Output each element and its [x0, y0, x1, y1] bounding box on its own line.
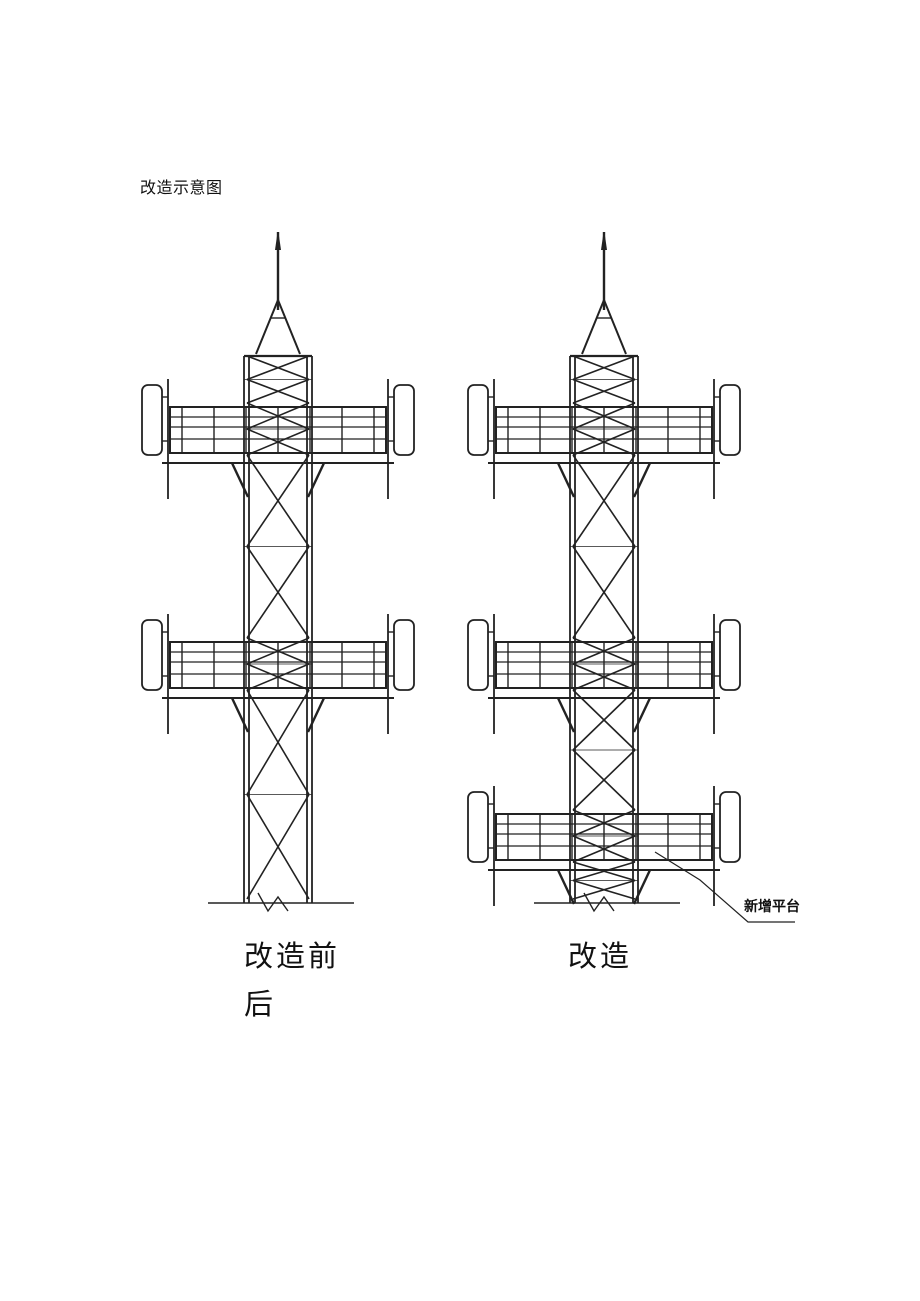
antenna-panel: [393, 619, 415, 691]
lattice-brace: [572, 378, 636, 404]
break-mark: [257, 892, 289, 913]
platform-strut: [306, 462, 326, 498]
platform-strut: [632, 697, 652, 733]
mast-support: [255, 299, 279, 355]
lattice-brace: [246, 454, 310, 547]
platform-strut: [632, 462, 652, 498]
antenna-panel: [719, 384, 741, 456]
new-platform-label: 新增平台: [744, 899, 800, 915]
tower-before: [141, 232, 415, 913]
antenna-panel: [141, 619, 163, 691]
platform-strut: [556, 697, 576, 733]
antenna-panel: [467, 384, 489, 456]
lattice-brace: [246, 378, 310, 404]
platform-strut: [230, 697, 250, 733]
antenna-panel: [393, 384, 415, 456]
mast-support: [277, 299, 301, 355]
platform-strut: [632, 869, 652, 905]
lattice-brace: [572, 454, 636, 547]
lattice-brace: [572, 749, 636, 811]
lattice-brace: [572, 879, 636, 900]
antenna-panel: [467, 619, 489, 691]
lattice-brace: [572, 861, 636, 882]
caption-after: 改造: [568, 939, 633, 973]
platform-strut: [230, 462, 250, 498]
antenna-panel: [719, 619, 741, 691]
mast-support: [603, 299, 627, 355]
lattice-brace: [572, 546, 636, 639]
antenna-panel: [467, 791, 489, 863]
platform-strut: [556, 869, 576, 905]
lattice-brace: [246, 689, 310, 795]
document-title: 改造示意图: [140, 178, 223, 197]
break-mark: [583, 892, 615, 913]
rod-tip: [601, 236, 607, 250]
mast-support: [581, 299, 605, 355]
lattice-brace: [246, 794, 310, 900]
lattice-brace: [572, 355, 636, 381]
platform-strut: [306, 697, 326, 733]
new-platform-leader-line: [654, 851, 795, 923]
antenna-panel: [141, 384, 163, 456]
antenna-panel: [719, 791, 741, 863]
rod-tip: [275, 236, 281, 250]
lattice-brace: [572, 689, 636, 751]
platform-strut: [556, 462, 576, 498]
caption-before: 改造前后: [244, 939, 341, 1021]
tower-after: [467, 232, 741, 913]
lattice-brace: [246, 546, 310, 639]
lattice-brace: [246, 355, 310, 381]
